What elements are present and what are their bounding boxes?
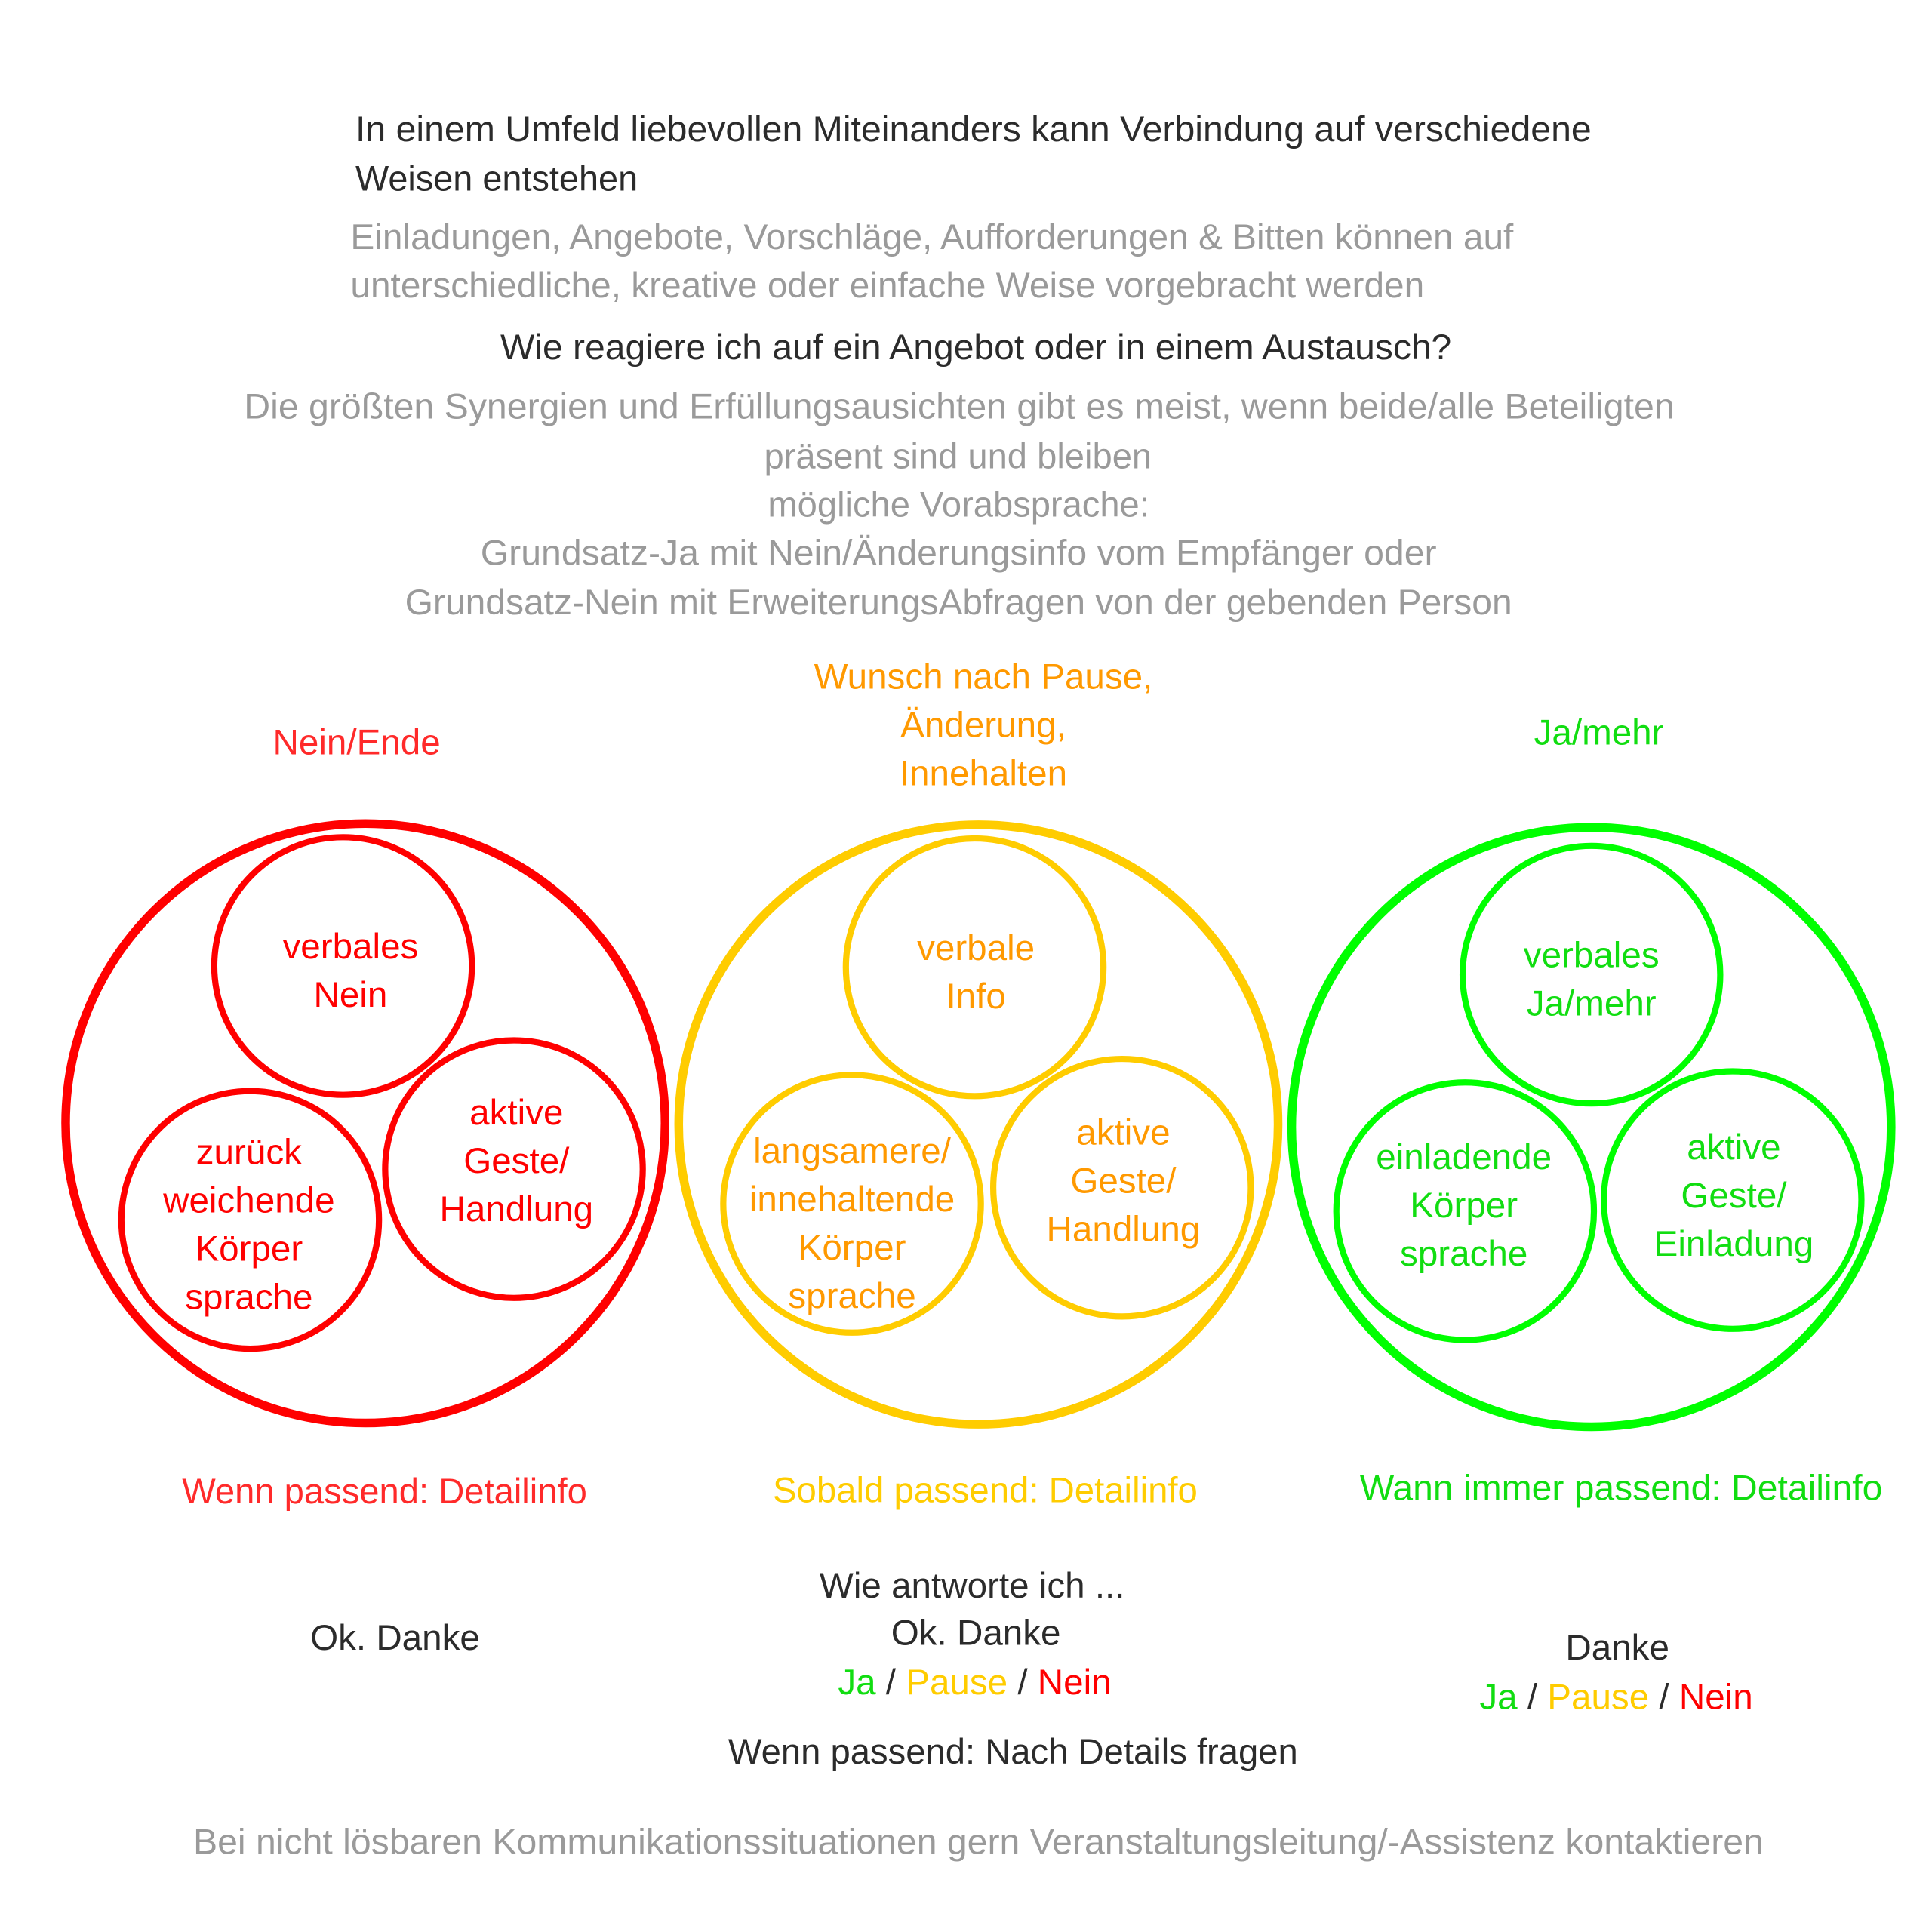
no-gesture-circle — [382, 1037, 646, 1301]
intro-sub-1: Einladungen, Angebote, Vorschläge, Auffo… — [350, 217, 1514, 257]
center-options: Ja / Pause / Nein — [838, 1663, 1111, 1703]
pause-group-title: Wunsch nach Pause, Änderung, Innehalten — [814, 657, 1153, 793]
note-1: Die größten Synergien und Erfüllungsausi… — [244, 387, 1674, 427]
option-ja: Ja — [1479, 1678, 1518, 1718]
yes-group-title: Ja/mehr — [1534, 712, 1664, 752]
response-heading: Wie antworte ich ... — [820, 1566, 1125, 1606]
no-gesture-text: Handlung — [439, 1189, 593, 1229]
pause-body-text: innehaltende — [749, 1180, 955, 1220]
yes-body-text: einladende — [1376, 1137, 1552, 1177]
no-body-text: weichende — [162, 1181, 334, 1221]
pause-body-text: sprache — [788, 1276, 915, 1316]
no-outer-circle — [61, 819, 669, 1428]
footer-note: Bei nicht lösbaren Kommunikationssituati… — [193, 1823, 1764, 1863]
right-options: Ja / Pause / Nein — [1479, 1678, 1752, 1718]
yes-gesture-text: Geste/ — [1681, 1176, 1787, 1216]
pause-body-text: langsamere/ — [753, 1131, 952, 1171]
no-circle-group — [61, 819, 669, 1428]
option-pause: Pause — [906, 1663, 1008, 1703]
option-separator: / — [1518, 1678, 1548, 1718]
pause-outer-circle — [674, 820, 1283, 1429]
option-ja: Ja — [838, 1663, 876, 1703]
pause-answer: Ok. Danke — [891, 1613, 1061, 1653]
yes-answer: Danke — [1565, 1628, 1669, 1668]
pause-title-line: Innehalten — [900, 753, 1067, 793]
yes-verbal-text: verbales — [1524, 936, 1660, 976]
ask-details: Wenn passend: Nach Details fragen — [728, 1732, 1298, 1772]
option-separator: / — [1008, 1663, 1038, 1703]
main-question: Wie reagiere ich auf ein Angebot oder in… — [500, 328, 1451, 368]
option-separator: / — [876, 1663, 906, 1703]
no-gesture-text: aktive — [469, 1093, 563, 1133]
yes-body-text: sprache — [1400, 1234, 1527, 1274]
pause-title-line: Wunsch nach Pause, — [814, 657, 1153, 697]
note-5: Grundsatz-Nein mit ErweiterungsAbfragen … — [405, 583, 1512, 623]
pause-gesture-text: Geste/ — [1070, 1161, 1177, 1201]
pause-verbal-text: verbale — [917, 928, 1035, 968]
no-detail: Wenn passend: Detailinfo — [182, 1472, 587, 1512]
no-body-text: Körper — [195, 1229, 303, 1269]
pause-verbal-circle — [842, 835, 1107, 1100]
yes-body-text: Körper — [1410, 1186, 1518, 1226]
pause-body-circle — [720, 1072, 984, 1336]
no-body-text: sprache — [185, 1278, 312, 1318]
option-nein: Nein — [1038, 1663, 1112, 1703]
option-nein: Nein — [1679, 1678, 1753, 1718]
yes-body-circle — [1333, 1079, 1598, 1343]
intro-line-1: In einem Umfeld liebevollen Miteinanders… — [355, 109, 1592, 149]
yes-gesture-circle — [1601, 1068, 1865, 1332]
pause-detail: Sobald passend: Detailinfo — [773, 1471, 1198, 1511]
yes-detail: Wann immer passend: Detailinfo — [1360, 1468, 1883, 1508]
pause-gesture-text: Handlung — [1047, 1209, 1201, 1249]
no-body-text: zurück — [196, 1133, 302, 1173]
pause-title-line: Änderung, — [900, 705, 1066, 745]
no-body-circle — [118, 1088, 383, 1352]
no-verbal-text: Nein — [313, 975, 387, 1015]
note-4: Grundsatz-Ja mit Nein/Änderungsinfo vom … — [481, 533, 1437, 573]
no-answer: Ok. Danke — [310, 1618, 480, 1658]
intro-line-2: Weisen entstehen — [355, 159, 638, 199]
no-verbal-text: verbales — [282, 927, 418, 967]
no-group-title: Nein/Ende — [273, 722, 441, 762]
yes-circle-group — [1287, 823, 1896, 1432]
pause-gesture-circle — [990, 1055, 1254, 1320]
pause-gesture-text: aktive — [1076, 1112, 1170, 1152]
note-3: mögliche Vorabsprache: — [768, 485, 1149, 525]
no-gesture-text: Geste/ — [463, 1141, 570, 1181]
pause-verbal-text: Info — [946, 977, 1005, 1017]
note-2: präsent sind und bleiben — [764, 436, 1152, 476]
yes-outer-circle — [1287, 823, 1896, 1432]
yes-gesture-text: Einladung — [1654, 1224, 1814, 1264]
yes-verbal-circle — [1459, 842, 1724, 1107]
intro-sub-2: unterschiedliche, kreative oder einfache… — [350, 266, 1424, 306]
pause-circle-group — [674, 820, 1283, 1429]
no-verbal-circle — [211, 834, 475, 1098]
yes-verbal-text: Ja/mehr — [1527, 984, 1657, 1024]
option-pause: Pause — [1547, 1678, 1649, 1718]
pause-body-text: Körper — [798, 1228, 906, 1268]
yes-gesture-text: aktive — [1687, 1128, 1780, 1168]
option-separator: / — [1649, 1678, 1679, 1718]
